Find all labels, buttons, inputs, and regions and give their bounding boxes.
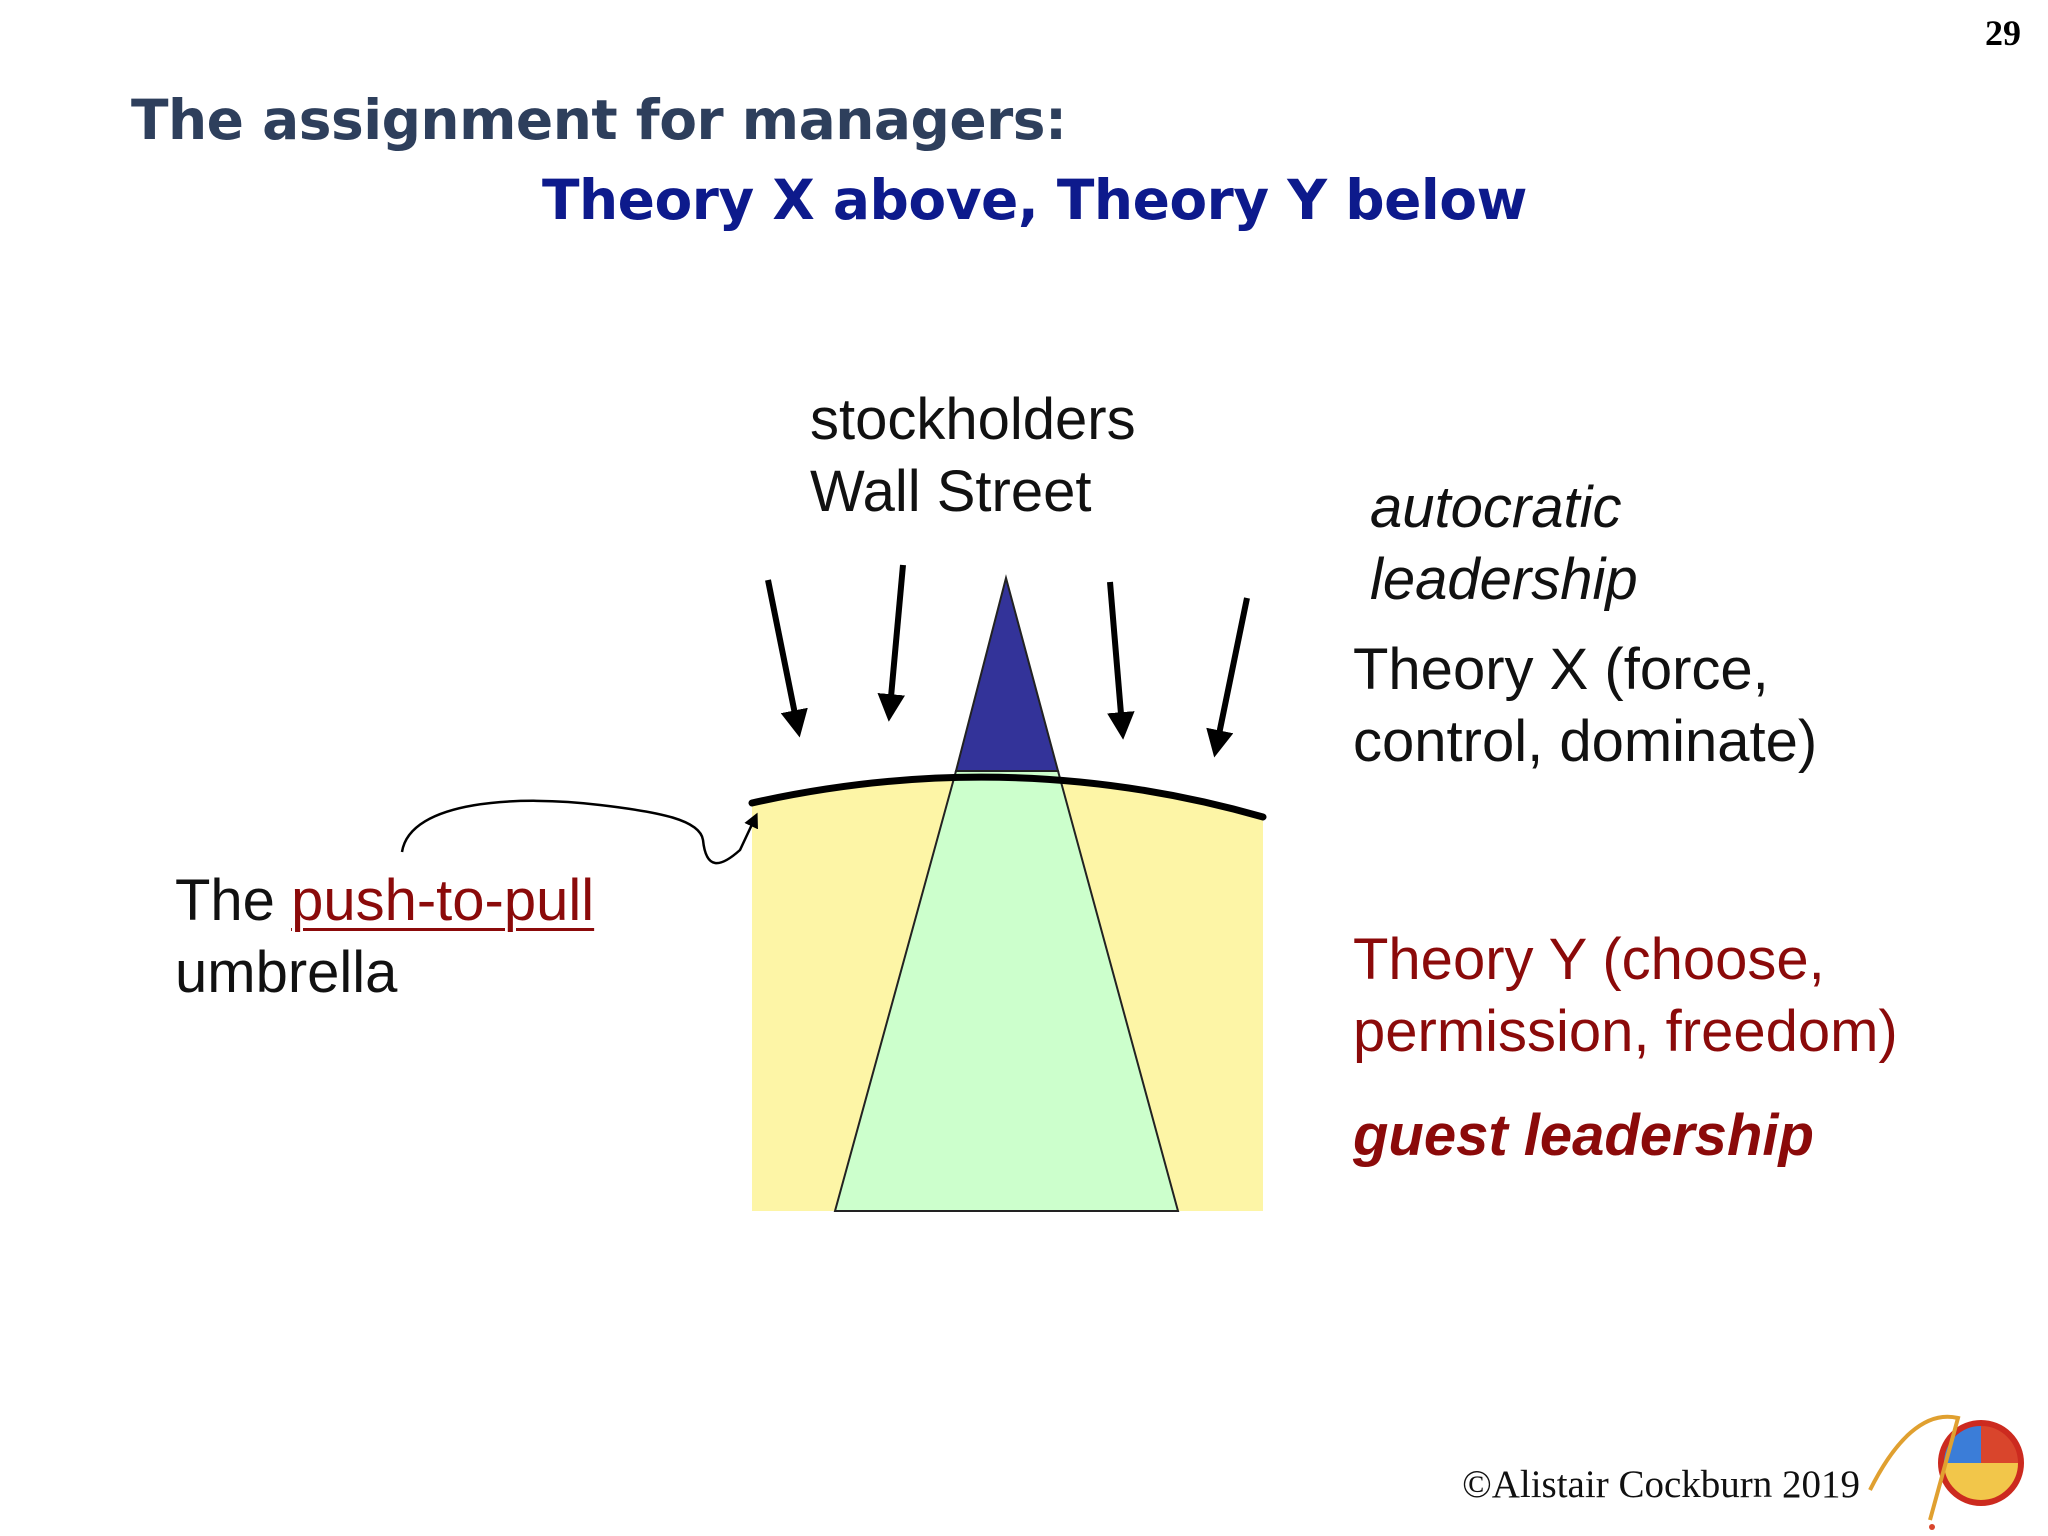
umbrella-label: The push-to-pull umbrella [175, 865, 594, 1009]
guest-leadership-label: guest leadership [1353, 1103, 1814, 1168]
autocratic-text: autocratic [1370, 475, 1622, 540]
copyright: ©Alistair Cockburn 2019 [1462, 1463, 1860, 1506]
title-line1: The assignment for managers: [131, 88, 1067, 152]
title-line2: Theory X above, Theory Y below [542, 168, 1527, 232]
theory-x-line1: Theory X (force, [1353, 637, 1769, 702]
stockholders-text: stockholders [810, 387, 1136, 452]
push-to-pull-link[interactable]: push-to-pull [291, 868, 595, 933]
curved-arrow-icon [400, 799, 758, 865]
logo-icon [1868, 1414, 2024, 1530]
wall-street-text: Wall Street [810, 459, 1092, 524]
down-arrow-icon [877, 564, 906, 722]
down-arrow-icon [1107, 581, 1135, 740]
theory-y-line1: Theory Y (choose, [1353, 927, 1825, 992]
leadership-text: leadership [1370, 547, 1638, 612]
theory-y-line2: permission, freedom) [1353, 999, 1898, 1064]
theory-x-line2: control, dominate) [1353, 709, 1818, 774]
theory-x-label: Theory X (force, control, dominate) [1353, 634, 1817, 778]
stockholders-label: stockholders Wall Street [810, 384, 1136, 528]
page-number: 29 [1985, 13, 2021, 53]
theory-x-triangle [954, 574, 1060, 772]
down-arrow-icon [765, 579, 808, 738]
umbrella-suffix: umbrella [175, 940, 398, 1005]
autocratic-label: autocratic leadership [1370, 472, 1638, 616]
theory-y-label: Theory Y (choose, permission, freedom) [1353, 924, 1898, 1068]
down-arrow-icon [1206, 597, 1250, 758]
umbrella-prefix: The [175, 868, 275, 933]
umbrella-edge [748, 773, 1267, 821]
